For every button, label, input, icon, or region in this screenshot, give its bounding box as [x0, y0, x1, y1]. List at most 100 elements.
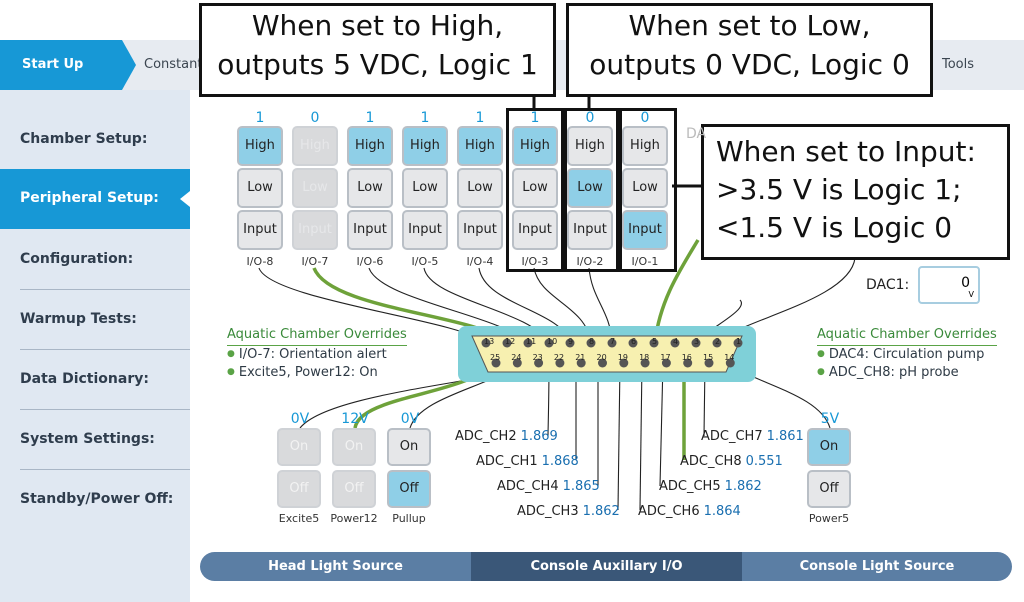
sidebar-item-configuration[interactable]: Configuration: — [20, 251, 134, 267]
io-low-button[interactable]: Low — [237, 168, 283, 208]
io-high-button[interactable]: High — [512, 126, 558, 166]
tab-console-auxillary-io[interactable]: Console Auxillary I/O — [471, 552, 742, 581]
io-label: I/O-5 — [411, 255, 439, 268]
io-high-button[interactable]: High — [237, 126, 283, 166]
pin-label: 8 — [589, 337, 594, 346]
connector-pin — [670, 338, 680, 348]
connector-pin — [512, 358, 522, 368]
callout-input-line3: <1.5 V is Logic 0 — [716, 211, 953, 244]
io-input-button[interactable]: Input — [457, 210, 503, 250]
adc-value: 1.869 — [520, 429, 558, 444]
connector-pin — [607, 338, 617, 348]
tab-start-up[interactable]: Start Up — [0, 40, 136, 90]
callout-low-line1: When set to Low, — [628, 9, 871, 42]
connector-pin — [481, 338, 491, 348]
sidebar-item-standby-power-off[interactable]: Standby/Power Off: — [20, 491, 174, 507]
io-low-button[interactable]: Low — [512, 168, 558, 208]
power5-voltage: 5V — [820, 411, 840, 427]
io-high-button[interactable]: High — [347, 126, 393, 166]
pin-label: 7 — [610, 337, 615, 346]
pin-label: 1 — [736, 337, 741, 346]
sidebar-item-peripheral-setup[interactable]: Peripheral Setup: — [0, 169, 190, 229]
connector-pin — [565, 338, 575, 348]
power12-off-button[interactable]: Off — [332, 470, 376, 508]
adc-value: 1.862 — [724, 479, 762, 494]
adc-name: ADC_CH6 — [638, 504, 700, 519]
callout-highlight-io3 — [506, 108, 567, 272]
sidebar-item-data-dictionary[interactable]: Data Dictionary: — [20, 371, 149, 387]
connector-pin — [534, 358, 544, 368]
adc-name: ADC_CH4 — [497, 479, 559, 494]
connector-pin — [683, 358, 693, 368]
io-high-button[interactable]: High — [567, 126, 613, 166]
io-low-button[interactable]: Low — [402, 168, 448, 208]
excite5-off-button[interactable]: Off — [277, 470, 321, 508]
connector-pin — [523, 338, 533, 348]
io-label: I/O-8 — [246, 255, 274, 268]
overrides-right-item: ADC_CH8: pH probe — [817, 365, 959, 380]
pin-label: 2 — [715, 337, 720, 346]
callout-low: When set to Low, outputs 0 VDC, Logic 0 — [566, 3, 933, 97]
power12-on-button[interactable]: On — [332, 428, 376, 466]
sidebar-item-warmup-tests[interactable]: Warmup Tests: — [20, 311, 137, 327]
io-low-button[interactable]: Low — [292, 168, 338, 208]
dac1-input[interactable]: 0 V — [918, 266, 980, 304]
power5-on-button[interactable]: On — [807, 428, 851, 466]
io-high-button[interactable]: High — [292, 126, 338, 166]
pin-label: 24 — [511, 353, 521, 362]
tab-console-light-source[interactable]: Console Light Source — [799, 559, 955, 574]
io-low-button[interactable]: Low — [457, 168, 503, 208]
overrides-right-item: DAC4: Circulation pump — [817, 347, 984, 362]
sidebar-item-chamber-setup[interactable]: Chamber Setup: — [20, 131, 148, 147]
io-high-button[interactable]: High — [622, 126, 668, 166]
pullup-on-button[interactable]: On — [387, 428, 431, 466]
pullup-off-button[interactable]: Off — [387, 470, 431, 508]
adc-name: ADC_CH8 — [680, 454, 742, 469]
tab-tools[interactable]: Tools — [942, 57, 975, 72]
callout-highlight-io1 — [616, 108, 677, 272]
tab-head-light-source[interactable]: Head Light Source — [268, 559, 403, 574]
io-input-button[interactable]: Input — [237, 210, 283, 250]
pin-label: 13 — [484, 337, 494, 346]
io-value: 1 — [475, 110, 485, 126]
sidebar-divider — [20, 469, 190, 470]
io-low-button[interactable]: Low — [567, 168, 613, 208]
io-high-button[interactable]: High — [457, 126, 503, 166]
io-low-button[interactable]: Low — [622, 168, 668, 208]
pin-label: 19 — [618, 353, 628, 362]
io-input-button[interactable]: Input — [512, 210, 558, 250]
io-label: I/O-1 — [631, 255, 659, 268]
pin-label: 17 — [660, 353, 670, 362]
io-label: I/O-6 — [356, 255, 384, 268]
callout-input: When set to Input: >3.5 V is Logic 1; <1… — [701, 124, 1010, 260]
io-input-button[interactable]: Input — [622, 210, 668, 250]
io-low-button[interactable]: Low — [347, 168, 393, 208]
io-input-button[interactable]: Input — [347, 210, 393, 250]
callout-input-line1: When set to Input: — [716, 135, 976, 168]
adc-name: ADC_CH7 — [701, 429, 763, 444]
io-input-button[interactable]: Input — [292, 210, 338, 250]
io-label: I/O-4 — [466, 255, 494, 268]
excite5-voltage: 0V — [290, 411, 310, 427]
excite5-on-button[interactable]: On — [277, 428, 321, 466]
sidebar-item-system-settings[interactable]: System Settings: — [20, 431, 155, 447]
bottom-tab-bar: Head Light Source Console Auxillary I/O … — [200, 552, 1012, 581]
overrides-right-underline — [817, 345, 997, 346]
connector-pin — [725, 358, 735, 368]
callout-input-line2: >3.5 V is Logic 1; — [716, 173, 962, 206]
io-input-button[interactable]: Input — [402, 210, 448, 250]
adc-value: 1.865 — [562, 479, 600, 494]
power5-off-button[interactable]: Off — [807, 470, 851, 508]
tab-constant[interactable]: Constant — [144, 57, 203, 72]
connector-pin — [576, 358, 586, 368]
io-input-button[interactable]: Input — [567, 210, 613, 250]
overrides-left-item: Excite5, Power12: On — [227, 365, 378, 380]
io-high-button[interactable]: High — [402, 126, 448, 166]
overrides-right-title: Aquatic Chamber Overrides — [817, 327, 997, 342]
